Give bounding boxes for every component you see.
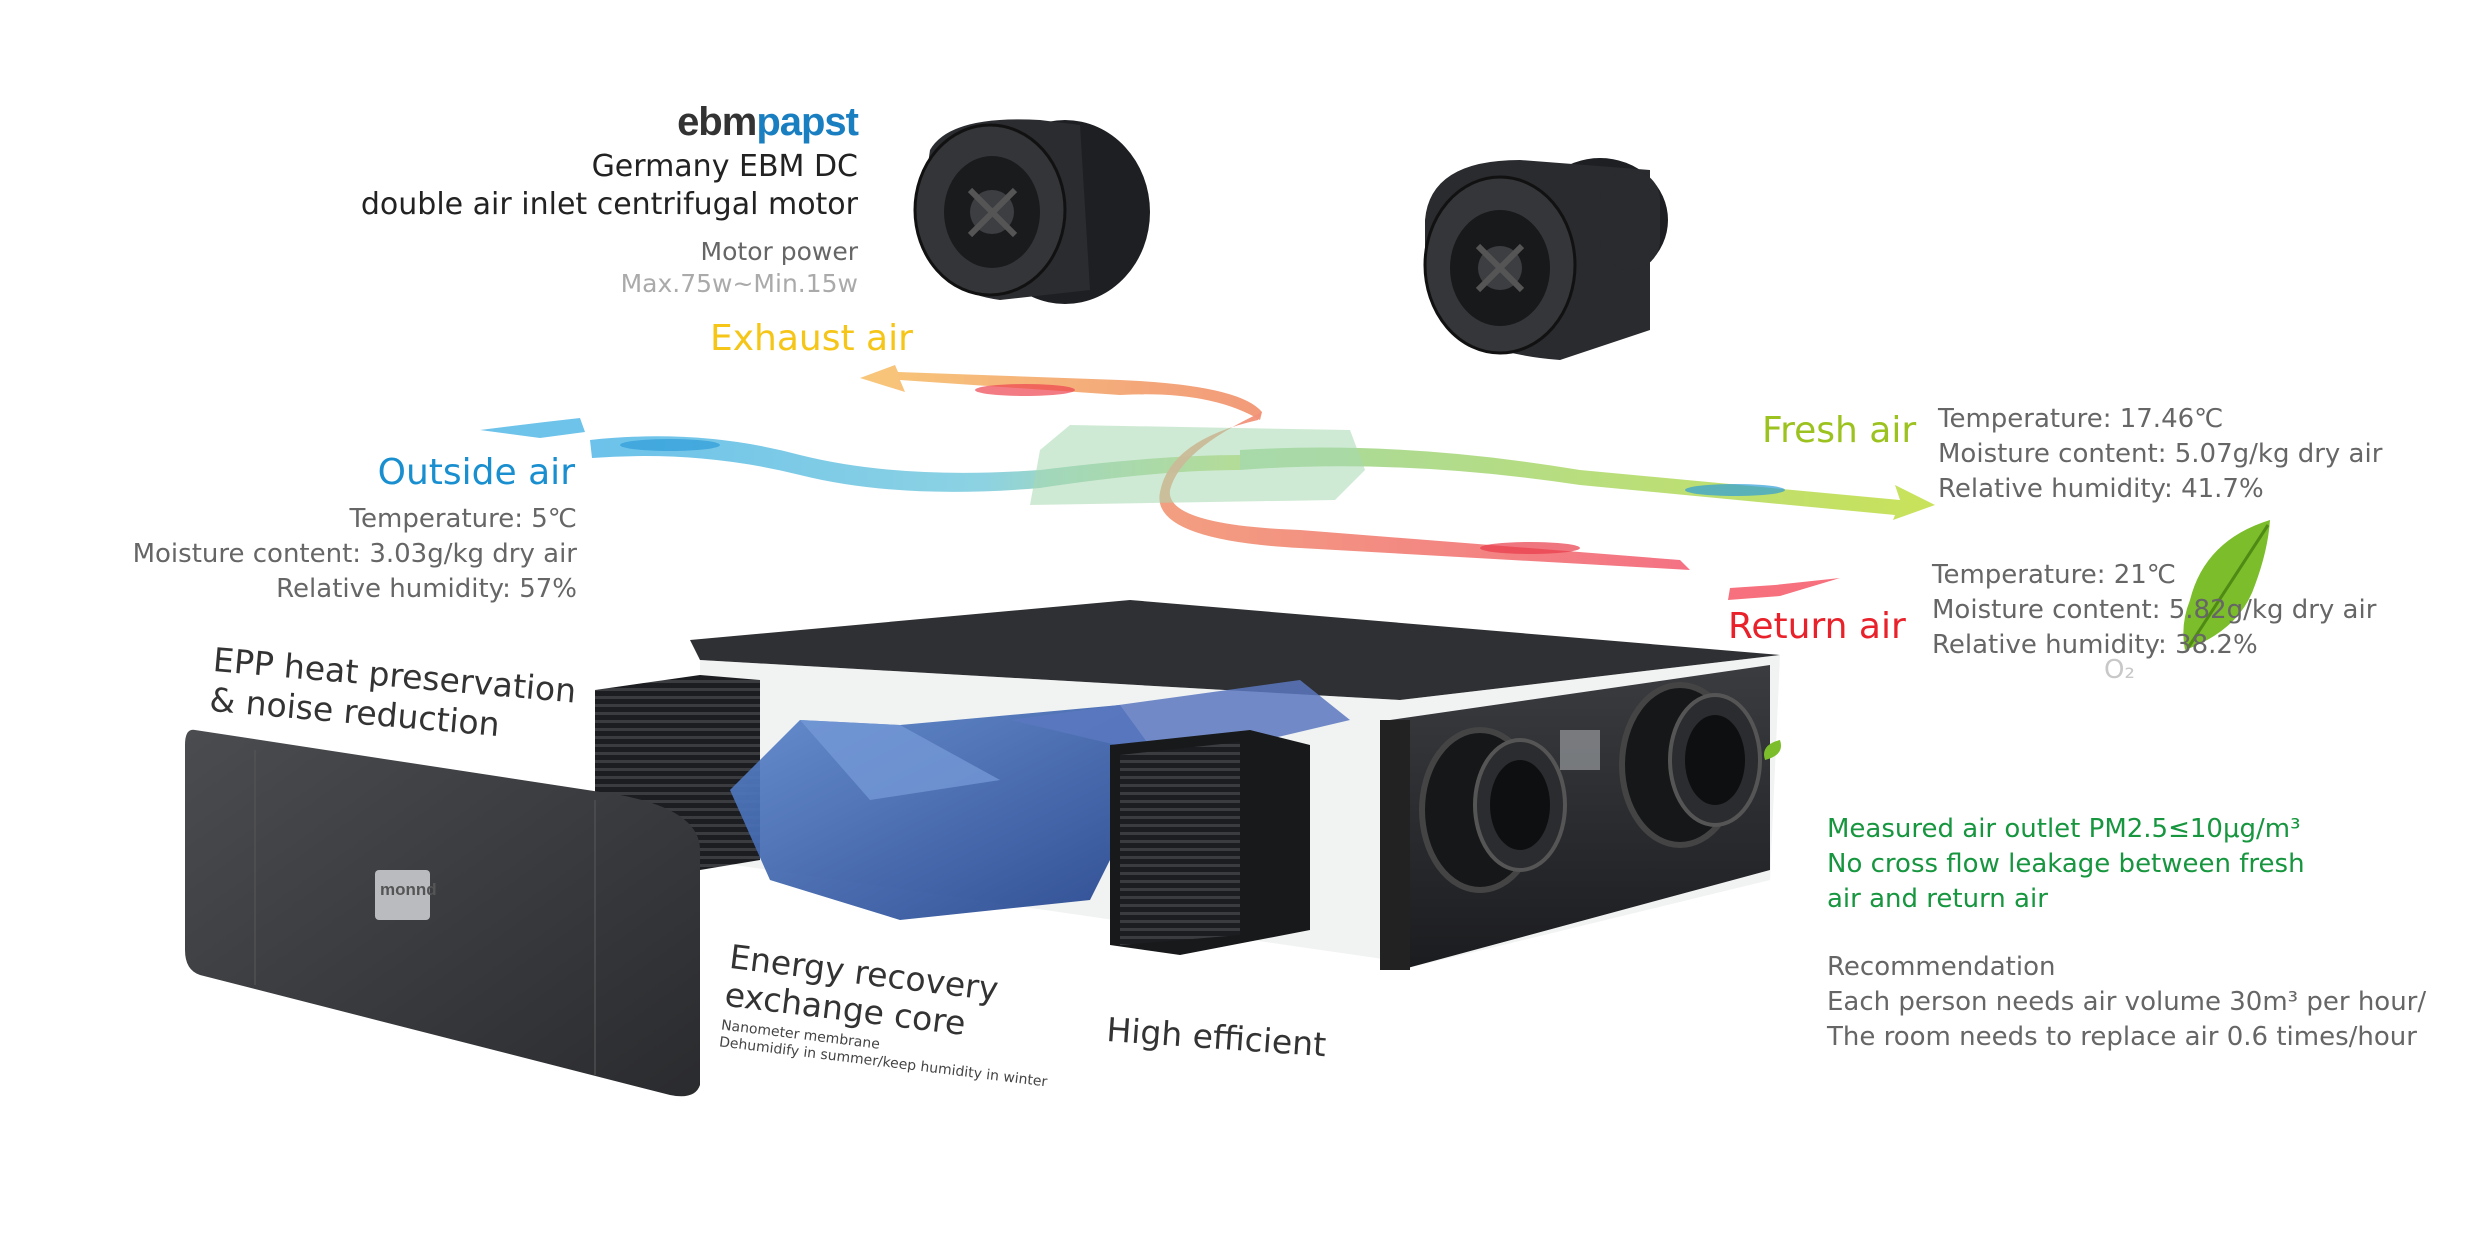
return-humidity: Relative humidity: 38.2% <box>1932 630 2258 660</box>
fresh-moisture: Moisture content: 5.07g/kg dry air <box>1938 439 2383 469</box>
exchange-zone <box>1030 425 1365 505</box>
exhaust-air-stream <box>860 365 1262 420</box>
brand-logo: ebmpapst <box>677 100 859 145</box>
outside-moisture: Moisture content: 3.03g/kg dry air <box>132 539 577 569</box>
brand-part2: papst <box>756 100 859 144</box>
motor-power-value: Max.75w~Min.15w <box>620 269 858 298</box>
recommendation-title: Recommendation <box>1827 952 2056 982</box>
recommendation-line1: Each person needs air volume 30m³ per ho… <box>1827 987 2427 1017</box>
motor-title-line2: double air inlet centrifugal motor <box>360 187 858 222</box>
measured-line3: air and return air <box>1827 884 2048 914</box>
fresh-air-info: Temperature: 17.46℃ Moisture content: 5.… <box>1938 402 2382 507</box>
motor-power-label: Motor power <box>700 237 858 266</box>
fresh-humidity: Relative humidity: 41.7% <box>1938 474 2264 504</box>
duct-connector-left <box>1419 727 1567 893</box>
fan-motor-left <box>913 119 1150 304</box>
outside-air-label: Outside air <box>377 452 575 493</box>
fresh-temperature: Temperature: 17.46℃ <box>1938 404 2224 434</box>
return-air-label: Return air <box>1728 606 1906 647</box>
duct-connector-right <box>1619 682 1762 848</box>
return-air-info: Temperature: 21℃ Moisture content: 5.82g… <box>1932 558 2376 663</box>
measured-info: Measured air outlet PM2.5≤10μg/m³ No cro… <box>1827 812 2305 917</box>
outside-temperature: Temperature: 5℃ <box>349 504 577 534</box>
fresh-air-stream <box>1240 447 1935 520</box>
exhaust-air-label: Exhaust air <box>710 318 913 359</box>
recommendation-line2: The room needs to replace air 0.6 times/… <box>1827 1022 2417 1052</box>
return-moisture: Moisture content: 5.82g/kg dry air <box>1932 595 2377 625</box>
epp-panel <box>185 729 700 1097</box>
fan-motor-right <box>1423 158 1668 360</box>
ventilation-unit <box>595 600 1780 970</box>
panel-badge <box>375 870 430 920</box>
return-air-stream <box>1159 412 1690 570</box>
return-temperature: Temperature: 21℃ <box>1932 560 2177 590</box>
measured-line1: Measured air outlet PM2.5≤10μg/m³ <box>1827 814 2301 844</box>
airflow-diagram <box>480 365 1935 600</box>
leaf-icon <box>1764 520 2270 760</box>
return-air-arrow <box>1728 578 1840 600</box>
brand-part1: ebm <box>677 100 757 144</box>
motor-power: Motor power Max.75w~Min.15w <box>621 235 858 298</box>
outside-air-info: Temperature: 5℃ Moisture content: 3.03g/… <box>133 502 577 607</box>
recommendation-info: Recommendation Each person needs air vol… <box>1827 950 2426 1055</box>
panel-logo-text: monnd <box>380 880 437 899</box>
outside-air-arrow <box>480 418 585 438</box>
high-efficiency-filter <box>1110 730 1310 955</box>
measured-line2: No cross flow leakage between fresh <box>1827 849 2305 879</box>
fresh-air-label: Fresh air <box>1762 410 1917 451</box>
outside-humidity: Relative humidity: 57% <box>276 574 577 604</box>
motor-title: Germany EBM DC double air inlet centrifu… <box>361 148 858 224</box>
o2-label: O₂ <box>2104 655 2135 685</box>
motor-title-line1: Germany EBM DC <box>591 149 858 184</box>
